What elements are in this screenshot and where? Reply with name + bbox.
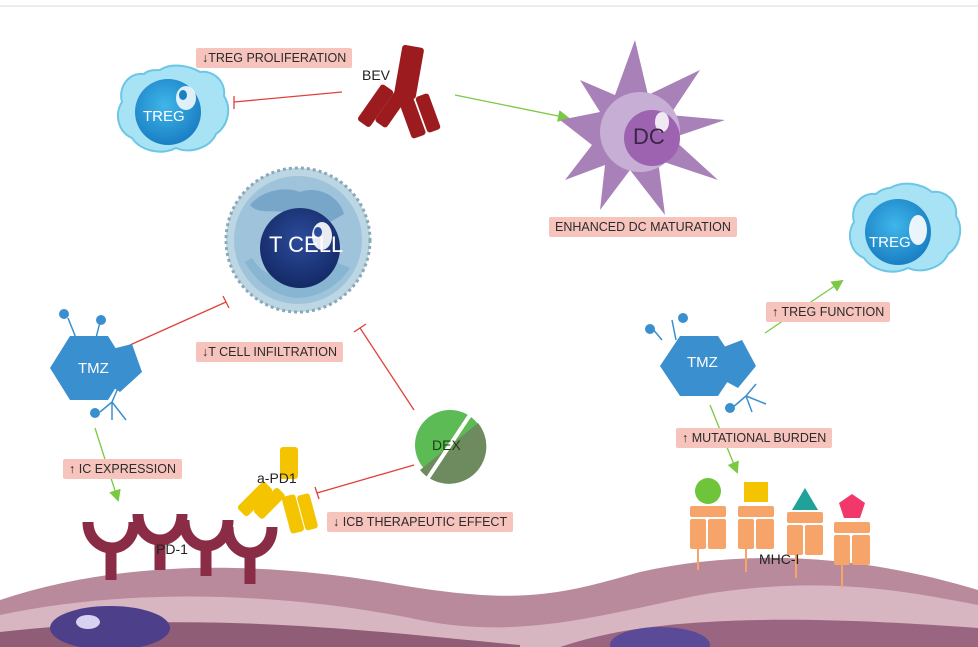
mhc-1 — [690, 478, 726, 570]
mhc-label: MHC-I — [759, 551, 800, 567]
apd1-label: a-PD1 — [257, 470, 297, 486]
tissue-nucleus-highlight — [76, 615, 100, 629]
mhc-2 — [738, 482, 774, 572]
bev-label: BEV — [362, 67, 391, 83]
mhc-3 — [787, 488, 823, 578]
dex-pill — [415, 410, 487, 484]
inhibit-bev-treg — [233, 91, 343, 103]
apd1-antibody — [237, 447, 318, 534]
t-cell — [224, 166, 372, 314]
effect-ic-expression: ↑ IC EXPRESSION — [63, 459, 182, 479]
dc-label: DC — [633, 124, 665, 149]
effect-dc-maturation: ENHANCED DC MATURATION — [549, 217, 737, 237]
tmz-molecule-right — [645, 313, 767, 413]
tmz-right-label: TMZ — [687, 354, 718, 371]
treg-nucleus-right — [865, 199, 931, 265]
t-cell-label: T CELL — [269, 232, 344, 257]
effect-treg-proliferation: ↓TREG PROLIFERATION — [196, 48, 353, 68]
treg-cell-right — [848, 182, 962, 273]
pd1-label: PD-1 — [156, 541, 188, 557]
inhibit-tmz-tcell — [129, 301, 227, 346]
bev-antibody — [358, 44, 441, 139]
pd1-receptors — [82, 513, 278, 584]
mhc-4 — [834, 494, 870, 588]
effect-icb-therapeutic: ↓ ICB THERAPEUTIC EFFECT — [327, 512, 514, 532]
inhibit-dex-tcell — [359, 327, 415, 411]
effect-treg-function: ↑ TREG FUNCTION — [766, 302, 891, 322]
inhibit-dex-apd1 — [316, 464, 415, 494]
tmz-left-label: TMZ — [78, 360, 109, 377]
dex-label: DEX — [432, 437, 461, 453]
treg-right-label: TREG — [869, 234, 911, 251]
dendritic-cell — [560, 40, 725, 215]
effect-t-cell-infiltration: ↓T CELL INFILTRATION — [196, 342, 343, 362]
treg-left-label: TREG — [143, 108, 185, 125]
arrow-bev-dc — [454, 94, 570, 122]
tissue-layer — [0, 557, 978, 647]
tissue-nucleus-right — [610, 627, 710, 647]
mhc-molecules — [690, 478, 870, 588]
effect-mutational-burden: ↑ MUTATIONAL BURDEN — [676, 428, 833, 448]
tmz-molecule-left — [50, 309, 142, 421]
inhibition-lines — [129, 91, 415, 500]
treg-cell-left — [116, 64, 230, 153]
tissue-nucleus-left — [50, 606, 170, 647]
